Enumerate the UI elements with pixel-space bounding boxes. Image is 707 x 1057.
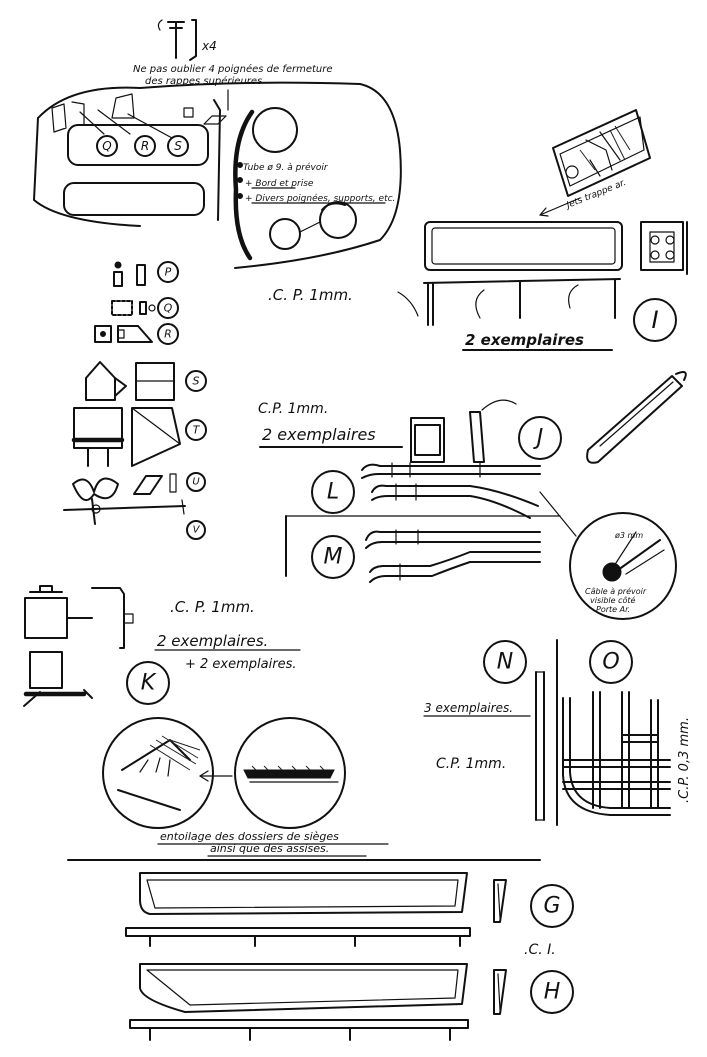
svg-text:Q: Q xyxy=(164,302,173,315)
svg-text:M: M xyxy=(324,545,343,570)
tube-line2: + Bord et prise xyxy=(245,179,314,189)
part-n-rail xyxy=(535,671,545,821)
cable-line1: Câble à prévoir xyxy=(585,586,647,596)
svg-text:U: U xyxy=(192,477,200,488)
spec-cp-1mm-k: .C. P. 1mm. xyxy=(170,598,255,616)
spec-three-copies-n: 3 exemplaires. xyxy=(424,701,513,715)
spec-two-copies-j: 2 exemplaires xyxy=(262,425,376,444)
cable-detail xyxy=(569,512,677,620)
parts-t-detail xyxy=(71,407,181,467)
circle-marker-k: K xyxy=(126,661,170,705)
svg-text:V: V xyxy=(193,525,201,536)
circle-marker-p: P xyxy=(157,261,179,283)
svg-text:J: J xyxy=(533,426,544,451)
tube-l-lower xyxy=(371,483,539,519)
circle-marker-q: Q xyxy=(157,297,179,319)
circle-marker-m: M xyxy=(311,535,355,579)
svg-text:N: N xyxy=(497,650,513,675)
circle-marker-u: U xyxy=(186,472,206,492)
circle-marker-v: V xyxy=(186,520,206,540)
circle-marker-g: G xyxy=(530,884,574,928)
tube-m-lower xyxy=(369,551,541,583)
spec-cp-1mm-j: C.P. 1mm. xyxy=(258,401,328,417)
svg-text:I: I xyxy=(651,306,658,334)
svg-text:T: T xyxy=(193,424,201,437)
part-g-panel xyxy=(125,872,471,947)
spec-ci-g: .C. I. xyxy=(524,942,556,958)
circle-marker-t: T xyxy=(185,419,207,441)
tube-line3: + Divers poignées, supports, etc. xyxy=(245,193,395,204)
parts-v-detail xyxy=(63,498,186,525)
svg-text:R: R xyxy=(164,328,172,341)
svg-text:Q: Q xyxy=(102,139,111,153)
tube-line1: Tube ø 9. à prévoir xyxy=(243,162,329,173)
circle-marker-s-top: S xyxy=(167,135,189,157)
spec-cp-03mm-o: .C.P. 0,3 mm. xyxy=(677,717,692,803)
seat-detail-right xyxy=(234,717,346,829)
dashboard-panel xyxy=(33,81,402,269)
svg-text:G: G xyxy=(543,894,560,919)
svg-text:P: P xyxy=(165,266,172,279)
circle-marker-i: I xyxy=(633,298,677,342)
spec-two-copies-k: 2 exemplaires. xyxy=(157,632,268,650)
svg-text:K: K xyxy=(141,671,157,696)
circle-marker-q-top: Q xyxy=(96,135,118,157)
circle-marker-n: N xyxy=(483,640,527,684)
spec-two-copies-i: 2 exemplaires xyxy=(465,331,584,349)
circle-marker-l: L xyxy=(311,470,355,514)
part-h-panel xyxy=(129,963,469,1041)
spec-cp-1mm-n: C.P. 1mm. xyxy=(436,756,506,772)
svg-text:R: R xyxy=(141,139,149,153)
circle-marker-h: H xyxy=(530,970,574,1014)
part-k-assembly xyxy=(23,585,134,707)
tube-l-upper xyxy=(361,462,541,479)
cable-line3: Porte Ar. xyxy=(596,605,630,614)
parts-r-detail xyxy=(94,325,153,343)
parts-p-detail xyxy=(113,261,146,287)
seat-note-line1: entoilage des dossiers de sièges xyxy=(160,830,339,843)
parts-s-detail xyxy=(85,361,175,401)
parts-q-detail xyxy=(111,300,156,316)
part-j-rod xyxy=(586,371,687,464)
dome-lights xyxy=(233,107,357,261)
svg-text:O: O xyxy=(602,650,619,675)
seat-detail-left xyxy=(102,717,214,829)
svg-text:H: H xyxy=(544,980,561,1005)
cable-line2: visible côté xyxy=(590,595,636,605)
part-h-bracket xyxy=(493,969,507,1015)
svg-text:S: S xyxy=(174,139,182,153)
circle-marker-s: S xyxy=(185,370,207,392)
circle-marker-j: J xyxy=(518,416,562,460)
part-g-bracket xyxy=(493,879,507,923)
part-o-ladder-frame xyxy=(562,691,671,816)
circle-marker-r-top: R xyxy=(134,135,156,157)
spec-plus-two-k: + 2 exemplaires. xyxy=(185,657,296,672)
part-j-frame xyxy=(410,399,517,463)
cable-dim-label: ø3 mm xyxy=(614,531,643,540)
tube-m-upper xyxy=(365,529,541,549)
parts-u-detail xyxy=(72,473,177,502)
rear-hatch-sketch: Jets trappe ar. xyxy=(539,109,651,217)
circle-marker-o: O xyxy=(589,640,633,684)
handle-detail: x4 xyxy=(157,19,217,61)
x4-label: x4 xyxy=(201,39,217,53)
circle-marker-r: R xyxy=(157,323,179,345)
svg-text:S: S xyxy=(193,375,200,388)
spec-cp-1mm-top: .C. P. 1mm. xyxy=(268,286,353,304)
reminder-line1: Ne pas oublier 4 poignées de fermeture xyxy=(133,63,333,75)
svg-text:L: L xyxy=(327,480,339,505)
seat-note-line2: ainsi que des assises. xyxy=(210,842,329,855)
part-i-panel xyxy=(397,221,688,326)
